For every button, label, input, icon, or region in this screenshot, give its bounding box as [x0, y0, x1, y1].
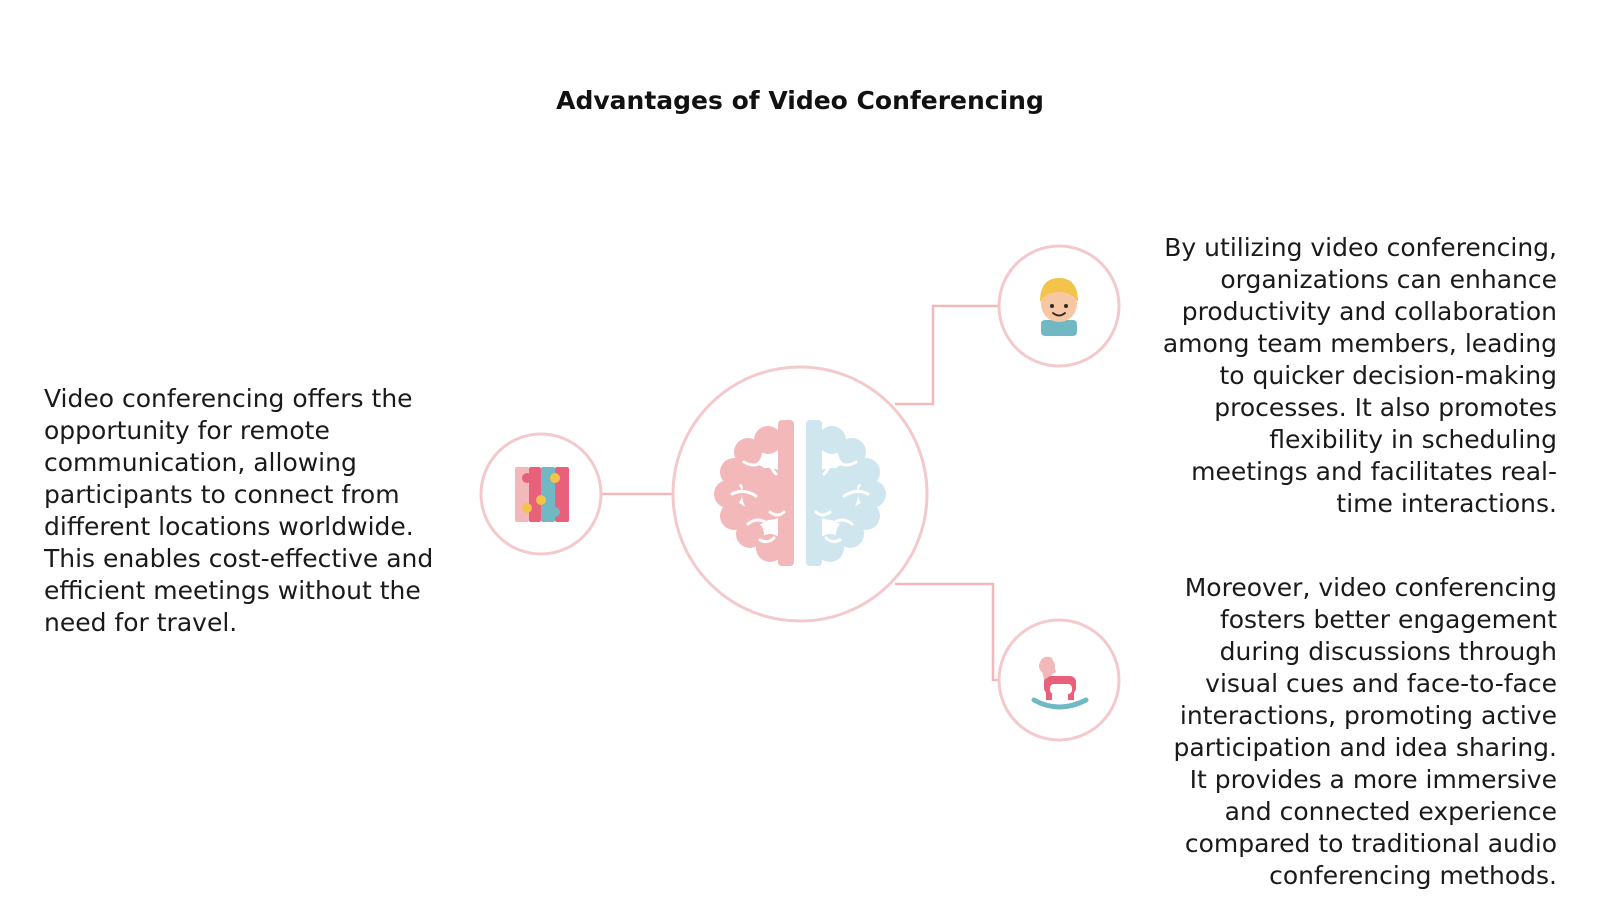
node-left-text: Video conferencing offers the opportunit…: [44, 384, 434, 637]
rocking-horse-icon: [1031, 656, 1089, 710]
connector-top-right: [895, 304, 999, 406]
page-title: Advantages of Video Conferencing: [556, 86, 1044, 115]
node-top-right: [997, 244, 1121, 368]
brain-icon: [714, 420, 886, 566]
child-face-icon: [1040, 278, 1078, 336]
node-bottom-right-text: Moreover, video conferencing fosters bet…: [1173, 573, 1557, 890]
node-top-right-text: By utilizing video conferencing, organiz…: [1162, 233, 1557, 518]
connector-bottom-right: [895, 582, 999, 682]
node-bottom-right: [997, 618, 1121, 742]
connectors: [602, 304, 999, 682]
node-left: [479, 432, 603, 556]
center-ring: [671, 365, 929, 623]
center-node: [671, 365, 929, 623]
puzzle-icon: [515, 467, 569, 522]
